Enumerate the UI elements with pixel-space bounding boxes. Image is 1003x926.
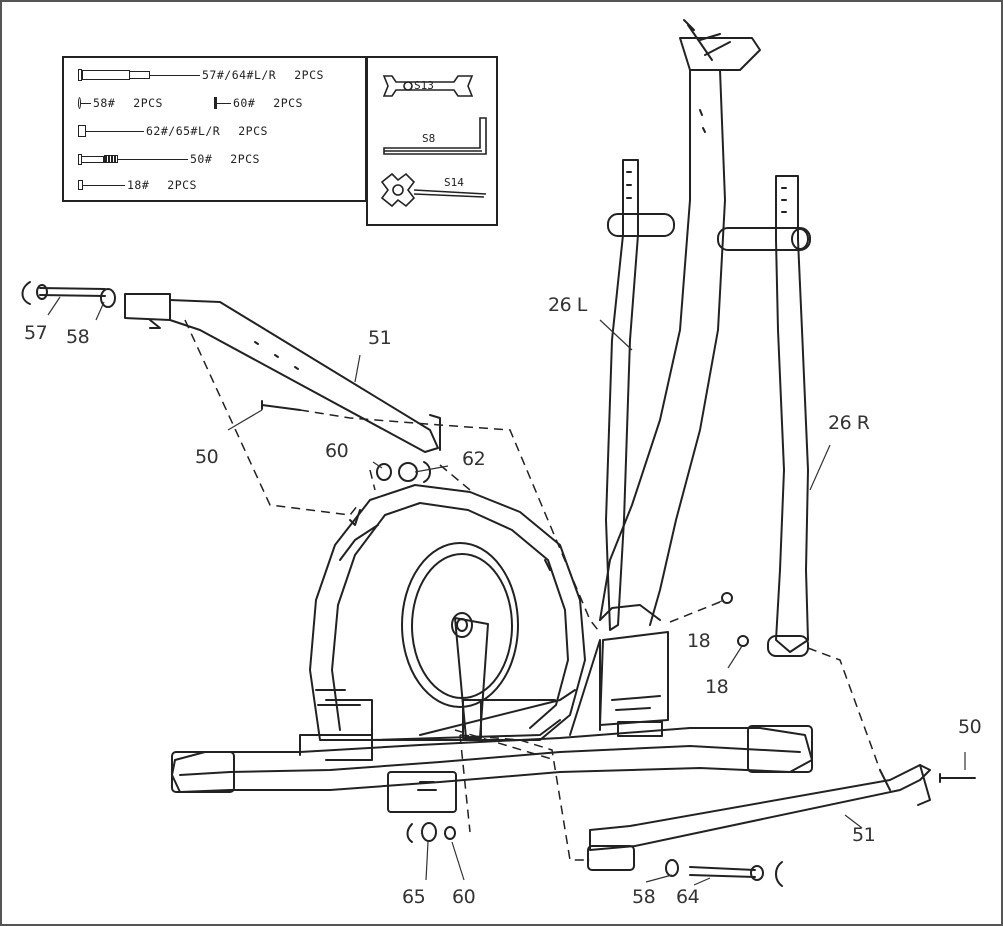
nut-icon bbox=[78, 180, 83, 190]
legend-label: 58# bbox=[93, 96, 116, 110]
callout-51-right: 51 bbox=[852, 824, 876, 846]
legend-label: 62#/65#L/R bbox=[146, 124, 221, 138]
flywheel-housing bbox=[299, 484, 586, 761]
callout-65: 65 bbox=[402, 886, 426, 908]
base-frame bbox=[171, 725, 813, 813]
callout-58-upper: 58 bbox=[66, 326, 90, 348]
nut-18-b bbox=[737, 635, 749, 647]
legend-row-50: 50# 2PCS bbox=[78, 152, 260, 166]
hardware-legend: 57#/64#L/R 2PCS 58# 2PCS 60# 2PCS 62#/65… bbox=[62, 56, 367, 202]
bolt-head-icon bbox=[78, 153, 82, 165]
bolt-head-icon bbox=[78, 69, 82, 81]
callout-64: 64 bbox=[676, 886, 700, 908]
upright-post bbox=[569, 19, 761, 737]
nut-icon bbox=[214, 97, 217, 109]
washer-icon bbox=[78, 97, 81, 109]
bushing-icon bbox=[78, 125, 86, 137]
pedal-arm-lower bbox=[587, 764, 976, 887]
crank-arm bbox=[454, 617, 489, 739]
callout-62: 62 bbox=[462, 448, 486, 470]
hex-key-s8-icon bbox=[383, 117, 487, 155]
nuts-lower bbox=[406, 822, 456, 843]
legend-label: 50# bbox=[190, 152, 213, 166]
callout-26-right: 26 R bbox=[828, 412, 870, 434]
pedal-arm-upper bbox=[21, 281, 441, 453]
callout-57: 57 bbox=[24, 322, 48, 344]
tools-legend: S13 S8 S14 bbox=[366, 56, 498, 226]
legend-qty: 2PCS bbox=[167, 178, 197, 192]
legend-row-57-64: 57#/64#L/R 2PCS bbox=[78, 68, 324, 82]
wrench-s13-icon bbox=[382, 75, 474, 97]
legend-label: 18# bbox=[127, 178, 150, 192]
axle-icon bbox=[82, 70, 130, 80]
callout-50-right: 50 bbox=[958, 716, 982, 738]
axle-end-icon bbox=[130, 71, 150, 79]
tools-drawing bbox=[380, 75, 487, 208]
nut-18-a bbox=[721, 592, 733, 604]
leader-lines bbox=[47, 296, 966, 886]
nuts-upper bbox=[376, 461, 431, 483]
legend-row-18: 18# 2PCS bbox=[78, 178, 197, 192]
handle-bar-left bbox=[605, 159, 675, 631]
callout-51-upper: 51 bbox=[368, 327, 392, 349]
legend-row-58: 58# 2PCS bbox=[78, 96, 163, 110]
assembly-guides bbox=[184, 319, 881, 861]
legend-row-62-65: 62#/65#L/R 2PCS bbox=[78, 124, 268, 138]
callout-18-b: 18 bbox=[705, 676, 729, 698]
legend-qty: 2PCS bbox=[238, 124, 268, 138]
wrench-s13-label: S13 bbox=[414, 79, 434, 92]
bolt-50-upper bbox=[261, 400, 301, 411]
handle-bar-right bbox=[717, 175, 811, 657]
legend-label: 57#/64#L/R bbox=[202, 68, 277, 82]
bolt-thread-icon bbox=[104, 155, 118, 163]
callout-18-a: 18 bbox=[687, 630, 711, 652]
legend-qty: 2PCS bbox=[273, 96, 303, 110]
legend-qty: 2PCS bbox=[230, 152, 260, 166]
callout-50-upper: 50 bbox=[195, 446, 219, 468]
wrench-s14-label: S14 bbox=[444, 176, 464, 189]
legend-row-60: 60# 2PCS bbox=[214, 96, 303, 110]
callout-60-lower: 60 bbox=[452, 886, 476, 908]
legend-qty: 2PCS bbox=[294, 68, 324, 82]
hex-key-s8-label: S8 bbox=[422, 132, 436, 145]
callout-58-lower: 58 bbox=[632, 886, 656, 908]
callout-60-upper: 60 bbox=[325, 440, 349, 462]
legend-qty: 2PCS bbox=[133, 96, 163, 110]
callout-26-left: 26 L bbox=[548, 294, 587, 316]
wrench-s14-icon bbox=[380, 172, 416, 208]
legend-label: 60# bbox=[233, 96, 256, 110]
bolt-shaft-icon bbox=[82, 155, 104, 163]
